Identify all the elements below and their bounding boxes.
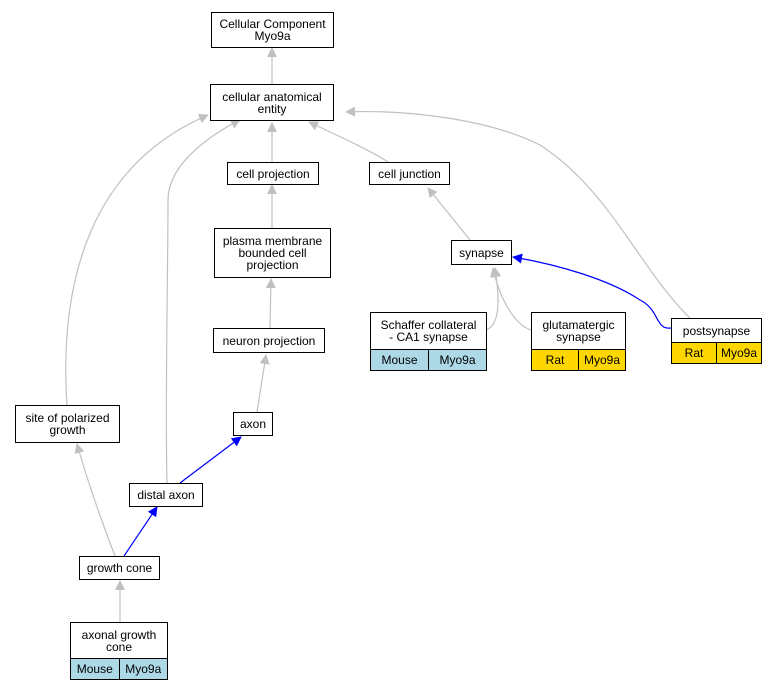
node-cell-junction[interactable]: cell junction (369, 162, 450, 185)
node-axon[interactable]: axon (233, 412, 273, 436)
node-label: Schaffer collateral - CA1 synapse (380, 318, 477, 344)
species-tags: Mouse Myo9a (371, 349, 486, 370)
node-cell-projection[interactable]: cell projection (227, 162, 319, 185)
node-growth-cone[interactable]: growth cone (79, 556, 160, 580)
node-distal-axon[interactable]: distal axon (129, 483, 203, 507)
gene-tag-myo9a: Myo9a (578, 350, 625, 370)
species-tags: Rat Myo9a (532, 349, 625, 370)
node-neuron-projection[interactable]: neuron projection (213, 328, 325, 353)
node-site-of-polarized-growth[interactable]: site of polarized growth (15, 405, 120, 443)
node-label: axonal growth cone (81, 627, 157, 654)
edge-neuron-projection-to-pmbcp (265, 278, 276, 329)
node-axonal-growth-cone[interactable]: axonal growth cone Mouse Myo9a (70, 622, 168, 680)
edge-postsynapse-to-synapse (512, 253, 672, 329)
species-tag-mouse: Mouse (71, 659, 119, 679)
edge-synapse-to-cell-junction (427, 187, 471, 241)
edge-schaffer-to-synapse (485, 267, 502, 331)
edge-growth-cone-to-distal-axon (123, 506, 158, 557)
species-tag-rat: Rat (672, 343, 716, 363)
node-cellular-anatomical-entity[interactable]: cellular anatomical entity (210, 84, 334, 121)
edge-cell-junction-to-cae (308, 121, 389, 163)
node-schaffer-collateral-ca1-synapse[interactable]: Schaffer collateral - CA1 synapse Mouse … (370, 312, 487, 371)
node-synapse[interactable]: synapse (451, 240, 512, 265)
edge-distal-axon-to-axon (179, 436, 242, 484)
species-tags: Rat Myo9a (672, 342, 761, 363)
node-cellular-component[interactable]: Cellular Component Myo9a (211, 12, 334, 48)
edge-glutamatergic-to-synapse (490, 267, 532, 331)
node-plasma-membrane-bounded-cell-projection[interactable]: plasma membrane bounded cell projection (214, 228, 331, 278)
node-label: postsynapse (682, 323, 751, 338)
gene-tag-myo9a: Myo9a (716, 343, 761, 363)
node-label: glutamatergic synapse (542, 318, 615, 344)
node-glutamatergic-synapse[interactable]: glutamatergic synapse Rat Myo9a (531, 312, 626, 371)
gene-tag-myo9a: Myo9a (428, 350, 486, 370)
species-tag-rat: Rat (532, 350, 578, 370)
gene-tag-myo9a: Myo9a (118, 659, 167, 679)
edge-distal-axon-to-cae (165, 119, 241, 484)
edge-site-polarized-to-cae (65, 113, 209, 406)
node-postsynapse[interactable]: postsynapse Rat Myo9a (671, 318, 762, 364)
edge-axon-to-neuron-projection (256, 354, 270, 413)
species-tags: Mouse Myo9a (71, 658, 167, 679)
edge-growth-cone-to-site-polarized (74, 443, 116, 557)
edge-postsynapse-to-cae (345, 106, 691, 319)
species-tag-mouse: Mouse (371, 350, 428, 370)
